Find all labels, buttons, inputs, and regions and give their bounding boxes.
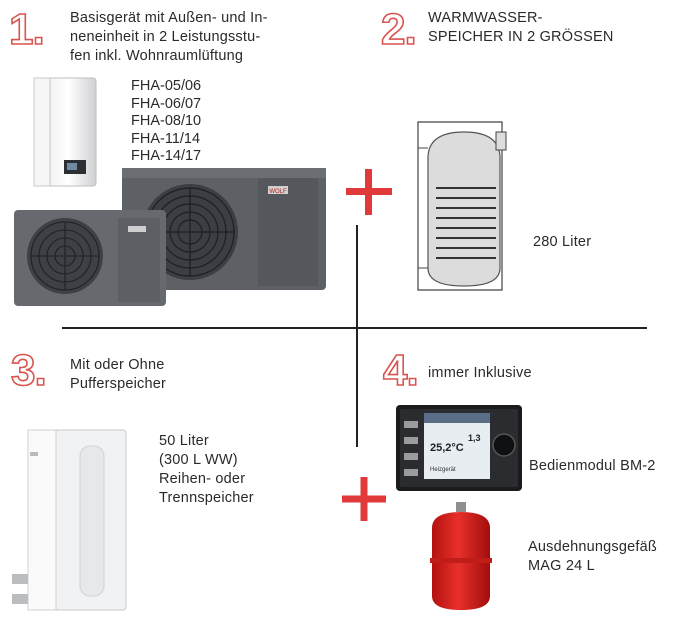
hot-water-tank-diagram [417,121,507,291]
vessel-line: Ausdehnungsgefäß [528,539,657,555]
expansion-vessel-label: Ausdehnungsgefäß MAG 24 L [528,538,657,576]
indoor-unit-image [33,77,97,187]
buffer-detail-line: 50 Liter [159,433,209,449]
model-item: FHA-14/17 [131,148,202,164]
plus-icon [346,169,392,215]
section-4-title: immer Inklusive [428,365,532,381]
expansion-vessel-image [430,502,492,610]
section-2-description: WARMWASSER- SPEICHER IN 2 GRÖSSEN [428,9,614,47]
display-temp-main: 25,2°C [430,442,464,454]
section-3-description: Mit oder Ohne Pufferspeicher [70,356,166,394]
buffer-tank-details: 50 Liter (300 L WW) Reihen- oder Trennsp… [159,432,254,508]
section-3-line: Mit oder Ohne [70,357,165,373]
section-4-number: 4. [382,346,419,395]
section-3-number: 3. [10,346,47,395]
vessel-line: MAG 24 L [528,558,595,574]
buffer-detail-line: Trennspeicher [159,490,254,506]
divider-horizontal [62,327,647,329]
buffer-detail-line: (300 L WW) [159,452,238,468]
plus-icon [342,477,386,521]
divider-vertical [356,225,358,447]
brand-logo-text: WOLF [269,189,287,195]
section-1-line: neneinheit in 2 Leistungsstu- [70,29,261,45]
brand-logo-icon [268,186,288,194]
control-module-label: Bedienmodul BM-2 [529,458,656,474]
section-2-line: SPEICHER IN 2 GRÖSSEN [428,29,614,45]
outdoor-unit-small-image [14,210,166,306]
display-temp-secondary: 1,3 [468,433,481,443]
model-item: FHA-05/06 [131,78,202,94]
buffer-tank-image [12,429,127,611]
section-1-number: 1. [8,5,45,54]
model-list: FHA-05/06 FHA-06/07 FHA-08/10 FHA-11/14 … [131,78,201,166]
model-item: FHA-08/10 [131,113,202,129]
section-3-line: Pufferspeicher [70,376,167,392]
section-1-line: fen inkl. Wohnraumlüftung [70,48,244,64]
section-1-line: Basisgerät mit Außen- und In- [70,10,268,26]
section-2-line: WARMWASSER- [428,10,543,26]
model-item: FHA-06/07 [131,95,202,112]
control-module-image: 25,2°C 1,3 Heizgerät [396,405,522,491]
buffer-detail-line: Reihen- oder [159,471,246,487]
tank-capacity-label: 280 Liter [533,234,592,250]
section-2-number: 2. [380,5,417,54]
model-item: FHA-11/14 [131,130,201,147]
display-mode: Heizgerät [430,467,456,473]
section-1-description: Basisgerät mit Außen- und In- neneinheit… [70,9,268,66]
